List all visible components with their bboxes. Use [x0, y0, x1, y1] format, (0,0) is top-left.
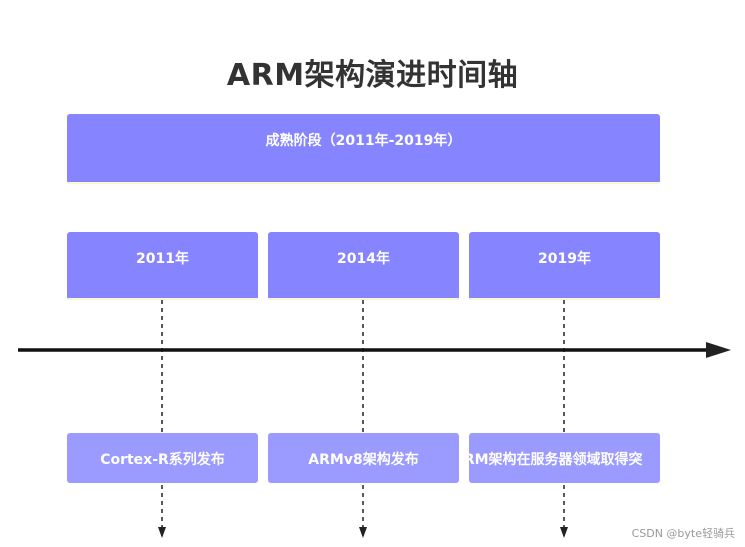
timeline-axis-arrowhead — [706, 342, 731, 358]
event-label: ARM架构在服务器领域取得突 — [469, 452, 643, 468]
year-label: 2014年 — [337, 251, 390, 267]
year-box-2011: 2011年 — [67, 232, 258, 300]
arrowhead-2014 — [359, 527, 367, 538]
arrowhead-2011 — [158, 527, 166, 538]
year-box-2019: 2019年 — [469, 232, 660, 300]
year-label: 2011年 — [136, 251, 189, 267]
year-label: 2019年 — [538, 251, 591, 267]
watermark: CSDN @byte轻骑兵 — [631, 527, 735, 540]
page-title: ARM架构演进时间轴 — [226, 58, 519, 93]
event-box-2014: ARMv8架构发布 — [268, 433, 459, 483]
event-label: Cortex-R系列发布 — [100, 452, 225, 468]
arrowhead-2019 — [560, 527, 568, 538]
event-box-2019: ARM架构在服务器领域取得突 — [469, 433, 660, 483]
year-box-2014: 2014年 — [268, 232, 459, 300]
event-box-2011: Cortex-R系列发布 — [67, 433, 258, 483]
stage-box: 成熟阶段（2011年-2019年） — [67, 114, 660, 184]
stage-label: 成熟阶段（2011年-2019年） — [265, 133, 462, 149]
event-label: ARMv8架构发布 — [308, 452, 419, 468]
